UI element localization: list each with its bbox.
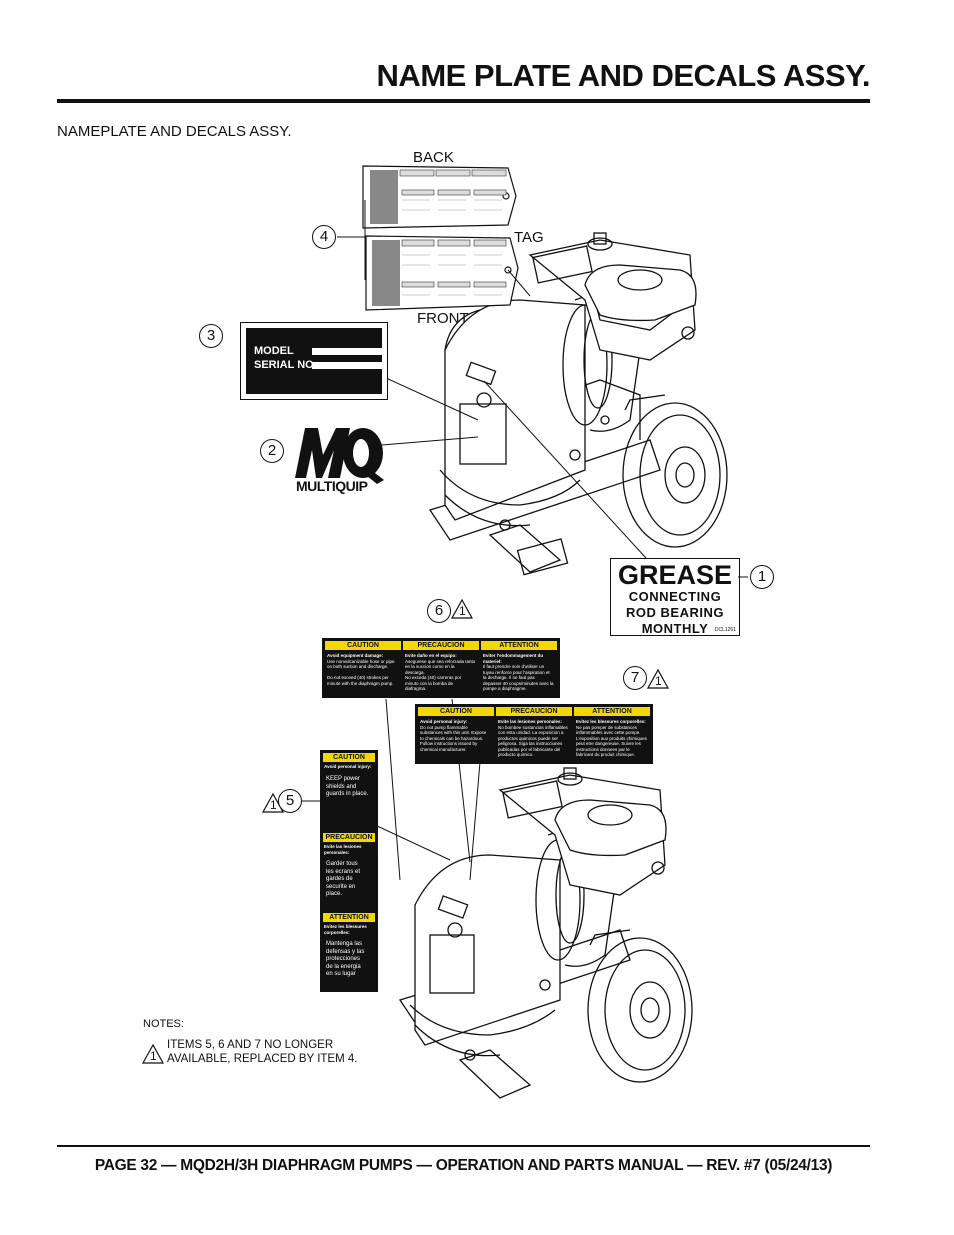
- grease-title: GREASE: [617, 560, 733, 590]
- grease-line2: ROD BEARING: [626, 605, 724, 620]
- front-label: FRONT: [417, 310, 469, 327]
- note-line1: ITEMS 5, 6 AND 7 NO LONGER: [167, 1039, 334, 1051]
- footer-rule: [57, 1145, 870, 1147]
- model-label: MODEL: [254, 345, 294, 357]
- callout-6: 6: [427, 599, 451, 623]
- callout-2: 2: [260, 439, 284, 463]
- decal5-header-precaucion: PRECAUCION: [323, 833, 375, 842]
- callout-3: 3: [199, 324, 223, 348]
- decal7-header-precaucion: PRECAUCION: [496, 707, 572, 716]
- decal5-sub3: Evitez les blessures corporelles:: [324, 924, 367, 935]
- decal7-header-caution: CAUTION: [418, 707, 494, 716]
- model-serial-nameplate: MODEL SERIAL NO.: [240, 322, 388, 400]
- decal6-header-attention: ATTENTION: [481, 641, 557, 650]
- callout-7: 7: [623, 666, 647, 690]
- back-label: BACK: [413, 149, 454, 166]
- decal6-header-precaucion: PRECAUCION: [403, 641, 479, 650]
- decal5-header-caution: CAUTION: [323, 753, 375, 762]
- grease-line1: CONNECTING: [628, 589, 722, 604]
- multiquip-wordmark: MULTIQUIP: [296, 478, 368, 494]
- note-text: ITEMS 5, 6 AND 7 NO LONGER AVAILABLE, RE…: [167, 1038, 357, 1066]
- decal6-col1: Avoid equipment damage:Use nonvulcanizab…: [327, 653, 395, 686]
- decal7-col1: Avoid personal injury:Do not pump flamma…: [420, 719, 487, 752]
- decal7-col2: Evite las lesiones personales:No bombee …: [498, 719, 568, 757]
- model-blank: [312, 348, 382, 355]
- callout-5: 5: [278, 789, 302, 813]
- decal5-header-attention: ATTENTION: [323, 913, 375, 922]
- footer-text: PAGE 32 — MQD2H/3H DIAPHRAGM PUMPS — OPE…: [94, 1157, 833, 1174]
- decal7-header-attention: ATTENTION: [574, 707, 650, 716]
- header-rule: [57, 99, 870, 103]
- serial-blank: [312, 362, 382, 369]
- grease-decal: GREASE CONNECTING ROD BEARING MONTHLY DC…: [610, 558, 740, 636]
- decal6-header-caution: CAUTION: [325, 641, 401, 650]
- grease-part-no: DCL1261: [714, 627, 736, 633]
- note-marker-5: 1: [270, 798, 277, 812]
- notes-label: NOTES:: [143, 1018, 184, 1030]
- decal-7: CAUTION PRECAUCION ATTENTION Avoid perso…: [415, 704, 653, 764]
- multiquip-logo: [295, 428, 384, 484]
- tag-label: TAG: [514, 229, 544, 246]
- section-heading: NAMEPLATE AND DECALS ASSY.: [57, 123, 292, 140]
- decal-5: CAUTION Avoid personal injury: KEEP powe…: [320, 750, 378, 992]
- note-line2: AVAILABLE, REPLACED BY ITEM 4.: [167, 1053, 358, 1065]
- decal-6: CAUTION PRECAUCION ATTENTION Avoid equip…: [322, 638, 560, 698]
- serial-label: SERIAL NO.: [254, 359, 317, 371]
- grease-line3: MONTHLY: [641, 621, 709, 636]
- callout-1: 1: [750, 565, 774, 589]
- note-marker-7: 1: [655, 674, 662, 688]
- decal5-sub1: Avoid personal injury:: [324, 764, 372, 769]
- upper-nameplate-area: [459, 403, 507, 465]
- note-marker-6: 1: [459, 604, 466, 618]
- page-title: NAME PLATE AND DECALS ASSY.: [376, 58, 871, 93]
- note-marker-notes: 1: [150, 1049, 157, 1063]
- callout-4: 4: [312, 225, 336, 249]
- decal7-col3: Evitez les blessures corporelles:Ne pas …: [576, 719, 647, 757]
- decal5-sub2: Evite las lesiones personales:: [324, 844, 362, 855]
- decal6-col2: Evite daño en el equipo:Asegurese que se…: [405, 653, 476, 691]
